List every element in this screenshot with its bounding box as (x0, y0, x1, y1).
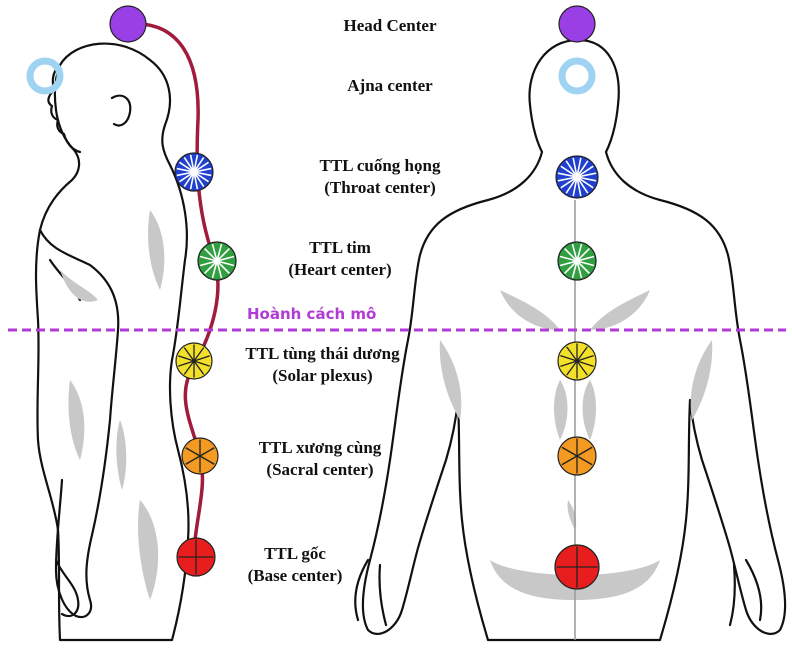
label-sacral-center: TTL xương cùng (Sacral center) (230, 437, 410, 481)
label-base-center: TTL gốc (Base center) (220, 543, 370, 587)
label-base-line1: TTL gốc (220, 543, 370, 565)
label-solar-plexus: TTL tùng thái dương (Solar plexus) (215, 343, 430, 387)
diaphragm-label: Hoành cách mô (247, 305, 376, 323)
side-view-figure (36, 44, 189, 640)
back-sacral-chakra-icon (558, 437, 596, 475)
side-throat-chakra-icon (175, 153, 213, 191)
back-throat-chakra-icon (556, 156, 598, 198)
side-solar-chakra-icon (176, 343, 212, 379)
side-sacral-chakra-icon (182, 438, 218, 474)
side-heart-chakra-icon (198, 242, 236, 280)
back-head-chakra-icon (559, 6, 595, 42)
label-throat-line2: (Throat center) (280, 177, 480, 199)
label-sacral-line1: TTL xương cùng (230, 437, 410, 459)
back-heart-chakra-icon (558, 242, 596, 280)
side-ajna-chakra-icon (30, 61, 60, 91)
back-solar-chakra-icon (558, 342, 596, 380)
label-ajna-line1: Ajna center (300, 75, 480, 97)
label-throat-center: TTL cuống họng (Throat center) (280, 155, 480, 199)
label-head-line1: Head Center (300, 15, 480, 37)
back-base-chakra-icon (555, 545, 599, 589)
label-base-line2: (Base center) (220, 565, 370, 587)
label-head-center: Head Center (300, 15, 480, 37)
label-heart-line1: TTL tim (270, 237, 410, 259)
side-head-chakra-icon (110, 6, 146, 42)
label-throat-line1: TTL cuống họng (280, 155, 480, 177)
label-heart-center: TTL tim (Heart center) (270, 237, 410, 281)
label-heart-line2: (Heart center) (270, 259, 410, 281)
label-solar-line2: (Solar plexus) (215, 365, 430, 387)
label-ajna-center: Ajna center (300, 75, 480, 97)
label-sacral-line2: (Sacral center) (230, 459, 410, 481)
side-base-chakra-icon (177, 538, 215, 576)
label-solar-line1: TTL tùng thái dương (215, 343, 430, 365)
